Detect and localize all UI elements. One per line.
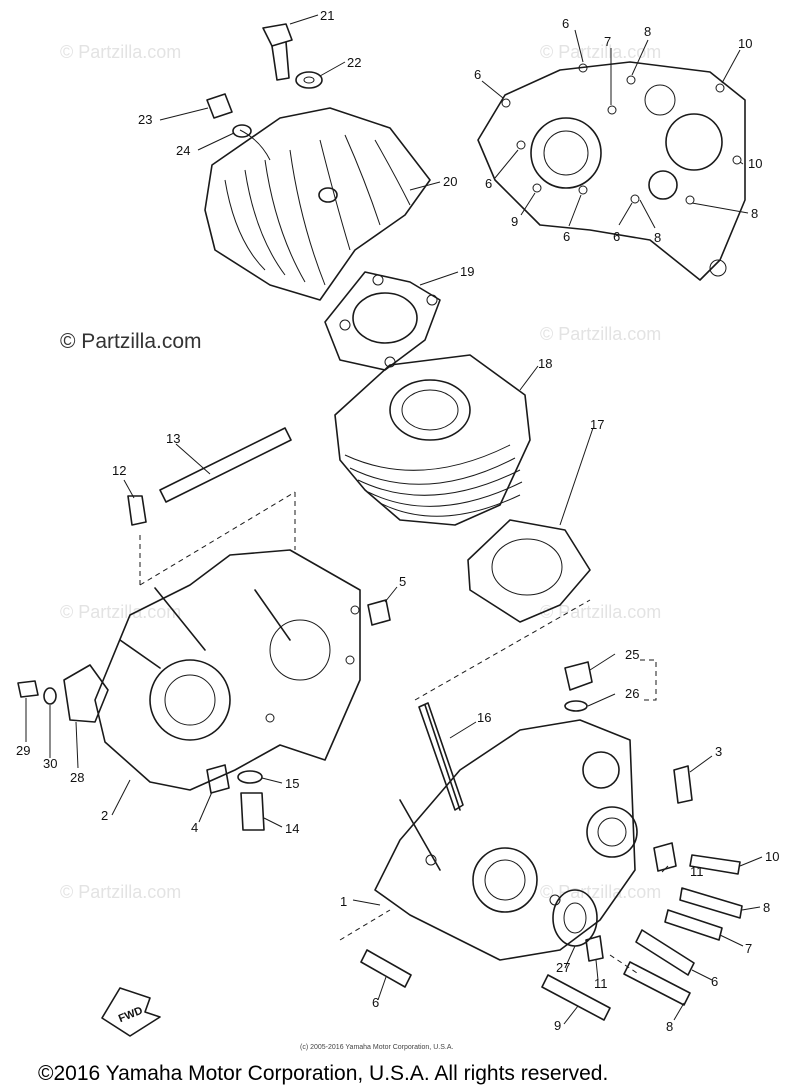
callout-6-ref: 6 [613,229,620,244]
part-head-gasket-19 [324,271,441,371]
callout-6-ref: 6 [563,229,570,244]
callout-28: 28 [70,770,84,785]
watermark: © Partzilla.com [540,602,661,622]
part-dowel-4 [206,764,230,794]
watermark: © Partzilla.com [540,42,661,62]
watermark: © Partzilla.com [540,324,661,344]
part-cylinder-head-20 [204,107,431,301]
part-bolt-9 [541,974,611,1021]
part-plug-25 [564,661,593,691]
callout-24: 24 [176,143,190,158]
callout-15: 15 [285,776,299,791]
part-washer-15 [237,770,263,784]
part-dowel-12 [127,495,147,526]
callout-4: 4 [191,820,198,835]
callout-29: 29 [16,743,30,758]
part-bolt-10 [689,854,741,875]
callout-17: 17 [590,417,604,432]
callout-25: 25 [625,647,639,662]
callout-8-ref: 8 [644,24,651,39]
callout-26: 26 [625,686,639,701]
watermark: © Partzilla.com [60,42,181,62]
watermark: © Partzilla.com [540,882,661,902]
part-bolt-8 [679,887,743,919]
watermark: © Partzilla.com [60,602,181,622]
footer-copyright: ©2016 Yamaha Motor Corporation, U.S.A. A… [38,1062,608,1085]
callout-6-ref: 6 [562,16,569,31]
callout-6: 6 [711,974,718,989]
callout-8-ref: 8 [751,206,758,221]
callout-8-ref: 8 [654,230,661,245]
callout-10-ref: 10 [748,156,762,171]
part-dowel-11 [653,842,677,872]
part-bolt-6-lower [360,949,412,988]
callout-labels: 21 22 23 24 20 19 18 17 13 12 5 29 30 28… [16,8,779,1034]
part-crankcase-1 [374,704,638,961]
part-plug-23 [206,93,233,119]
part-washer-24 [232,124,252,138]
callout-13: 13 [166,431,180,446]
callout-21: 21 [320,8,334,23]
fwd-label: FWD [117,1005,145,1026]
callout-9: 9 [554,1018,561,1033]
callout-23: 23 [138,112,152,127]
fwd-arrow: FWD [101,987,161,1037]
callout-2: 2 [101,808,108,823]
part-bolt-8-lower [623,961,691,1006]
callout-10: 10 [765,849,779,864]
callout-6-lower: 6 [372,995,379,1010]
callout-11-lower: 11 [594,976,608,991]
watermark: © Partzilla.com [60,882,181,902]
callout-16: 16 [477,710,491,725]
part-bolt-6 [635,929,695,976]
callout-10-ref: 10 [738,36,752,51]
callout-11: 11 [690,864,704,879]
part-bolt-7 [664,909,723,941]
callout-30: 30 [43,756,57,771]
callout-9-ref: 9 [511,214,518,229]
callout-19: 19 [460,264,474,279]
callout-7: 7 [745,941,752,956]
callout-1: 1 [340,894,347,909]
part-bracket-28 [63,664,109,723]
leader-lines [25,14,763,1025]
part-bolt-29 [17,680,39,698]
callout-7-ref: 7 [604,34,611,49]
callout-5: 5 [399,574,406,589]
callout-18: 18 [538,356,552,371]
watermark-prominent: © Partzilla.com [60,330,202,353]
part-dowel-11-lower [585,935,604,962]
part-fitting-3 [673,765,693,804]
callout-3: 3 [715,744,722,759]
part-cylinder-18 [334,354,531,526]
part-left-crankcase-2 [94,549,361,791]
callout-14: 14 [285,821,299,836]
part-washer-26 [564,700,588,712]
callout-6-ref: 6 [485,176,492,191]
part-dowel-5 [367,599,391,626]
part-right-case-top [477,61,746,281]
callout-8-lower: 8 [666,1019,673,1034]
part-washer-22 [295,71,323,89]
callout-12: 12 [112,463,126,478]
part-stud-16 [418,702,464,811]
part-bolt-21 [262,23,293,81]
alignment-lines [139,491,657,976]
callout-20: 20 [443,174,457,189]
callout-8: 8 [763,900,770,915]
small-copyright: (c) 2005-2016 Yamaha Motor Corporation, … [300,1044,453,1051]
part-drain-plug-14 [240,792,265,831]
part-washer-30 [43,687,57,705]
callout-22: 22 [347,55,361,70]
callout-6-ref: 6 [474,67,481,82]
watermark-group: © Partzilla.com © Partzilla.com © Partzi… [60,42,661,902]
callout-27: 27 [556,960,570,975]
part-stud-13 [159,427,292,503]
part-base-gasket-17 [467,519,591,623]
